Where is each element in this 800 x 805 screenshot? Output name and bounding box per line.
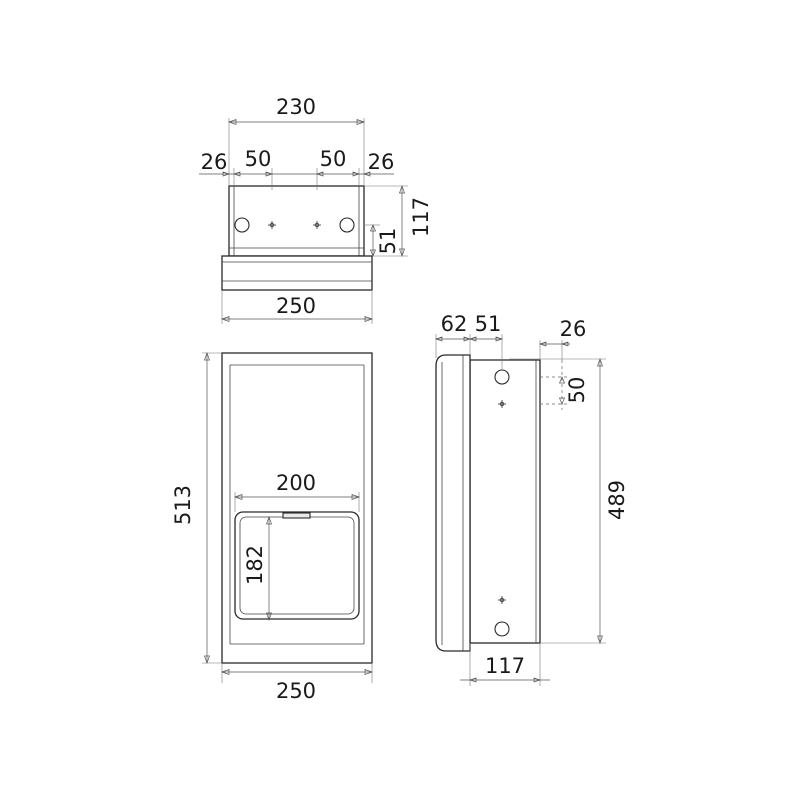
dim-side-hole-spacing: 489 (509, 357, 629, 645)
label-cover-depth: 62 (441, 312, 468, 336)
side-pin-mark-top (498, 400, 506, 408)
dim-side-edge-offset: 26 (538, 317, 587, 360)
dim-side-depth: 117 (460, 643, 550, 686)
dim-top-view-height: 117 (364, 184, 433, 258)
dim-front-view-width: 250 (220, 663, 374, 703)
front-view-opening (234, 511, 360, 620)
label-opening-width: 200 (276, 471, 316, 495)
dim-front-view-height: 513 (171, 351, 222, 665)
dim-overall-mount-width: 230 (227, 95, 366, 186)
side-view: 62 51 26 50 489 (434, 312, 629, 686)
top-view: 230 26 50 50 26 117 51 (199, 95, 433, 324)
dim-side-top: 62 51 (434, 312, 504, 370)
side-mounting-hole-bottom (494, 621, 510, 637)
label-edge-offset-right: 26 (368, 150, 395, 174)
side-view-back-plate (469, 359, 541, 644)
label-edge-offset-left: 26 (201, 150, 228, 174)
label-side-depth: 117 (485, 654, 525, 678)
label-top-view-height: 117 (409, 197, 433, 237)
side-mounting-hole-top (494, 369, 510, 385)
label-front-view-width: 250 (276, 679, 316, 703)
label-back-offset: 51 (475, 312, 502, 336)
front-view: 513 200 182 250 (171, 351, 374, 703)
label-front-view-height: 513 (171, 485, 195, 525)
pin-mark-left (268, 221, 276, 229)
front-view-latch (282, 512, 311, 519)
side-view-cover (435, 354, 471, 652)
label-side-hole-offset: 50 (565, 377, 589, 404)
dim-hole-offsets: 26 50 50 26 (199, 147, 394, 190)
label-hole-offset-left: 50 (245, 147, 272, 171)
label-top-view-front-width: 250 (276, 294, 316, 318)
mounting-hole-left (234, 217, 250, 233)
label-overall-mount-width: 230 (276, 95, 316, 119)
label-side-edge-offset: 26 (560, 317, 587, 341)
dim-top-view-hole-height: 51 (364, 224, 400, 257)
dim-side-hole-offset: 50 (540, 360, 589, 410)
mounting-hole-right (339, 217, 355, 233)
label-hole-offset-right: 50 (320, 147, 347, 171)
pin-mark-right (313, 221, 321, 229)
label-top-view-hole-height: 51 (376, 228, 400, 255)
label-opening-height: 182 (243, 545, 267, 585)
dim-top-view-front-width: 250 (220, 290, 374, 324)
dim-opening-height: 182 (243, 515, 272, 622)
label-side-hole-spacing: 489 (605, 480, 629, 520)
top-view-cover (221, 255, 373, 291)
side-pin-mark-bottom (498, 596, 506, 604)
dim-opening-width: 200 (233, 471, 361, 512)
